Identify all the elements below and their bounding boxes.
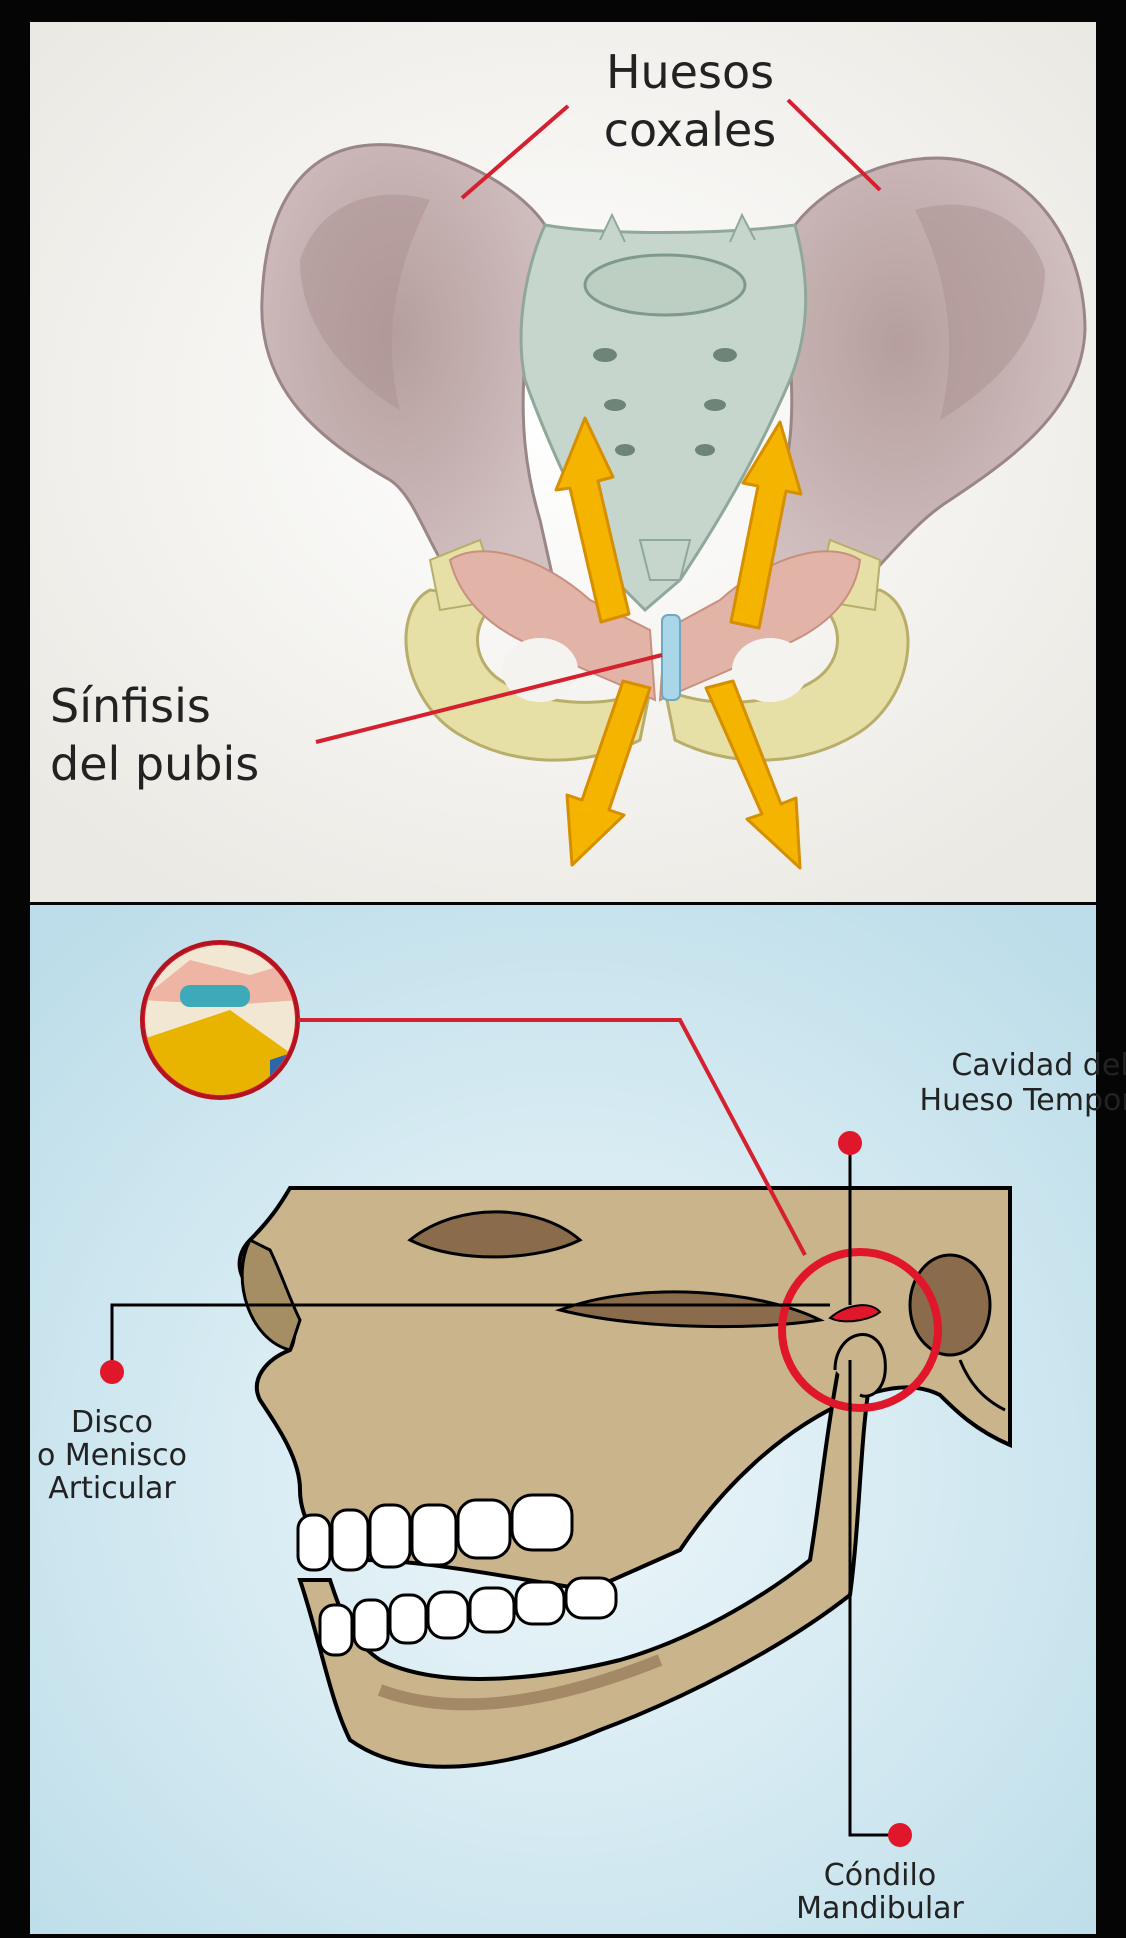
label-disc-2: o Menisco xyxy=(37,1438,187,1473)
condyle-marker xyxy=(888,1823,912,1847)
label-symphysis-1: Sínfisis xyxy=(50,679,211,733)
pelvis-panel: Huesos coxales Sínfisis del pubis xyxy=(30,22,1096,902)
temporal-shadow xyxy=(910,1255,990,1355)
label-hip-bones-1: Huesos xyxy=(606,45,774,99)
label-disc-1: Disco xyxy=(71,1405,153,1440)
label-condyle-2: Mandibular xyxy=(796,1891,964,1926)
label-temporal-2: Hueso Temporal xyxy=(920,1083,1126,1118)
label-disc-3: Articular xyxy=(48,1471,176,1506)
label-symphysis-2: del pubis xyxy=(50,737,259,791)
right-obturator xyxy=(732,638,808,702)
pubic-symphysis xyxy=(662,615,680,700)
label-hip-bones-2: coxales xyxy=(604,103,776,157)
temporal-marker xyxy=(838,1131,862,1155)
coccyx xyxy=(640,540,690,580)
sacral-promontory xyxy=(585,255,745,315)
label-condyle-1: Cóndilo xyxy=(824,1858,936,1893)
inset-magnifier xyxy=(140,940,300,1100)
jaw-panel: Cavidad del Hueso Temporal Disco o Menis… xyxy=(30,905,1126,1934)
label-temporal-1: Cavidad del xyxy=(951,1048,1126,1083)
disc-marker xyxy=(100,1360,124,1384)
